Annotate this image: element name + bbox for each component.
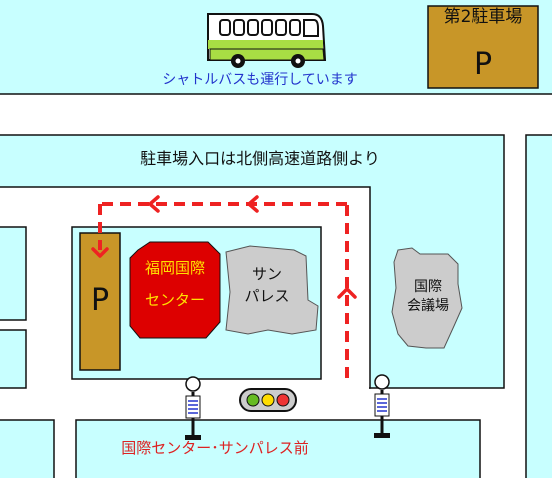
center-building xyxy=(129,241,221,339)
block-bottom-left xyxy=(0,419,55,481)
bus-stop-label: 国際センター･サンパレス前 xyxy=(121,439,309,457)
bus-stop-sign-icon xyxy=(374,374,390,438)
route-arrow-down-icon xyxy=(91,247,109,258)
sunpalace-label-line1: サン xyxy=(251,265,282,283)
bus-icon xyxy=(207,13,327,68)
parking-symbol: P xyxy=(90,283,110,318)
block-left-2 xyxy=(0,329,27,389)
parking2-symbol: P xyxy=(473,47,493,82)
sunpalace-building xyxy=(225,245,319,335)
block-bottom-center xyxy=(75,419,481,481)
traffic-light-icon xyxy=(239,388,297,412)
block-right xyxy=(525,134,552,481)
entrance-note: 駐車場入口は北側高速道路側より xyxy=(140,149,380,168)
bus-stop-sign-icon xyxy=(185,376,201,440)
route-arrow-left-icon xyxy=(247,195,259,213)
car-route xyxy=(98,202,349,378)
parking2-box xyxy=(427,5,539,89)
shuttle-bus-note: シャトルバスも運行しています xyxy=(162,72,358,88)
kaigijo-label-line1: 国際 xyxy=(414,279,442,295)
kaigijo-label-line2: 会議場 xyxy=(407,298,449,314)
route-arrow-left-icon xyxy=(148,195,160,213)
parking2-label: 第2駐車場 xyxy=(443,7,523,27)
kaigijo-building xyxy=(391,247,463,349)
center-label-line2: センター xyxy=(144,291,205,309)
route-arrows xyxy=(91,195,357,299)
block-left-1 xyxy=(0,226,27,321)
sunpalace-label-line2: パレス xyxy=(244,287,290,305)
route-arrow-up-icon xyxy=(337,287,357,299)
center-label-line1: 福岡国際 xyxy=(144,259,205,277)
inner-road-bottom-mask xyxy=(0,386,369,390)
